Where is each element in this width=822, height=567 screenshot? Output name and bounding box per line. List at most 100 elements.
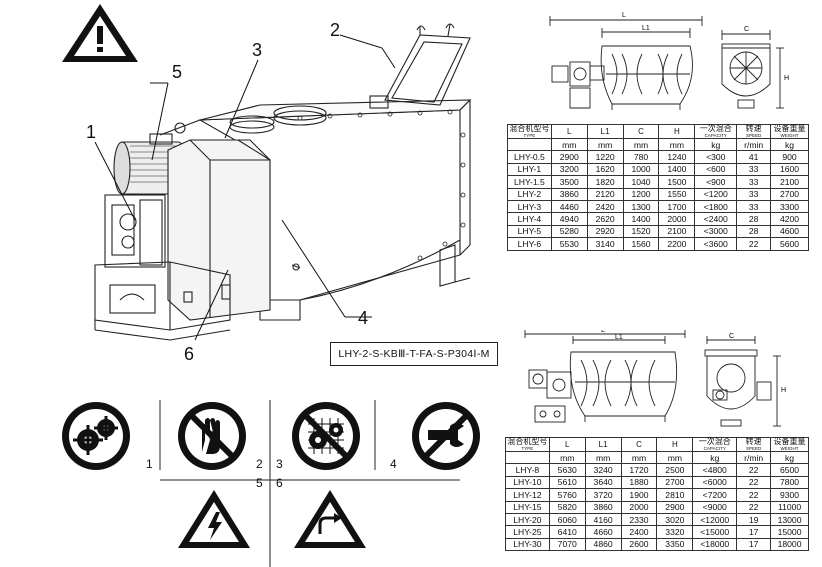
table-cell: 1700 <box>658 199 696 214</box>
table-cell: 33 <box>736 199 772 214</box>
table-cell: LHY-8 <box>505 463 550 477</box>
table-cell: 17 <box>736 537 772 552</box>
table-cell: 1240 <box>658 150 696 164</box>
table-cell: LHY-12 <box>505 488 550 502</box>
table-cell: 4860 <box>584 537 622 552</box>
table-cell: <15000 <box>692 525 738 539</box>
table-cell: 3350 <box>656 537 694 552</box>
general-warning-icon <box>62 4 138 62</box>
safety-signs-grid <box>159 400 460 567</box>
no-access-gears-icon <box>292 402 360 470</box>
top-dim-C: C <box>744 26 749 33</box>
table-cell: 3240 <box>584 463 622 477</box>
table-cell: 1220 <box>586 150 624 164</box>
table-cell: 7070 <box>548 537 586 552</box>
model-code-label: LHY-2-S-KBⅢ-T-FA-S-P304Ⅰ-M <box>330 342 498 366</box>
table-cell: 6500 <box>770 463 809 477</box>
sign-number-1: 1 <box>146 457 153 471</box>
table-cell: 4940 <box>550 212 588 226</box>
table-cell: 2810 <box>656 488 694 502</box>
table-cell: 22 <box>736 475 772 490</box>
table-cell: LHY-30 <box>505 537 550 552</box>
table-cell: LHY-10 <box>505 475 550 490</box>
table-cell: 3020 <box>656 512 694 527</box>
table-cell: 2700 <box>770 187 809 201</box>
table-cell: 2900 <box>550 150 588 164</box>
table-cell: 13000 <box>770 512 809 527</box>
sign-number-3: 3 <box>276 457 283 471</box>
top-dim-L1: L1 <box>642 25 650 32</box>
table-cell: LHY-5 <box>507 224 552 239</box>
table-cell: LHY-1 <box>507 162 552 177</box>
table-cell: 22 <box>736 463 772 477</box>
table-cell: <6000 <box>692 475 738 490</box>
table-cell: 3500 <box>550 175 588 189</box>
table-cell: 1880 <box>620 475 658 490</box>
table-cell: 1040 <box>622 175 660 189</box>
moving-parts-warning-icon <box>294 490 366 548</box>
table-cell: 3320 <box>656 525 694 539</box>
table-cell: 22 <box>736 488 772 502</box>
table-cell: 4600 <box>770 224 809 239</box>
table-cell: 3200 <box>550 162 588 177</box>
table-cell: 22 <box>736 237 772 251</box>
table-cell: LHY-15 <box>505 500 550 514</box>
table-cell: 2900 <box>656 500 694 514</box>
callout-5: 5 <box>172 62 183 82</box>
table-cell: <4800 <box>692 463 738 477</box>
table-cell: 7800 <box>770 475 809 490</box>
table-cell: 3720 <box>584 488 622 502</box>
bottom-dim-C: C <box>729 333 734 340</box>
table-cell: 3640 <box>584 475 622 490</box>
table-cell: 6060 <box>548 512 586 527</box>
table-cell: 33 <box>736 187 772 201</box>
table-cell: 1520 <box>622 224 660 239</box>
table-cell: 6410 <box>548 525 586 539</box>
table-cell: LHY-25 <box>505 525 550 539</box>
table-cell: 28 <box>736 212 772 226</box>
table-cell: 2100 <box>658 224 696 239</box>
table-cell: 2100 <box>770 175 809 189</box>
table-cell: 2600 <box>620 537 658 552</box>
table-cell: 5530 <box>550 237 588 251</box>
table-cell: 1900 <box>620 488 658 502</box>
sign-number-6: 6 <box>276 476 283 490</box>
table-cell: 1720 <box>620 463 658 477</box>
table-cell: <3600 <box>694 237 738 251</box>
table-cell: 18000 <box>770 537 809 552</box>
bottom-dimension-drawing: L L1 C H <box>524 330 786 427</box>
table-cell: <300 <box>694 150 738 164</box>
table-cell: 1620 <box>586 162 624 177</box>
table-cell: 2420 <box>586 199 624 214</box>
mixer-isometric-illustration <box>94 23 472 341</box>
table-cell: 3300 <box>770 199 809 214</box>
table-cell: <12000 <box>692 512 738 527</box>
table-cell: LHY-1.5 <box>507 175 552 189</box>
table-cell: 1400 <box>658 162 696 177</box>
no-wrench-icon <box>412 402 480 470</box>
bottom-dim-L1: L1 <box>615 334 623 341</box>
table-cell: <1200 <box>694 187 738 201</box>
sign-number-4: 4 <box>390 457 397 471</box>
table-cell: 5820 <box>548 500 586 514</box>
table-cell: 4460 <box>550 199 588 214</box>
callout-4: 4 <box>358 308 369 328</box>
table-cell: 1200 <box>622 187 660 201</box>
table-cell: 11000 <box>770 500 809 514</box>
table-cell: 15000 <box>770 525 809 539</box>
